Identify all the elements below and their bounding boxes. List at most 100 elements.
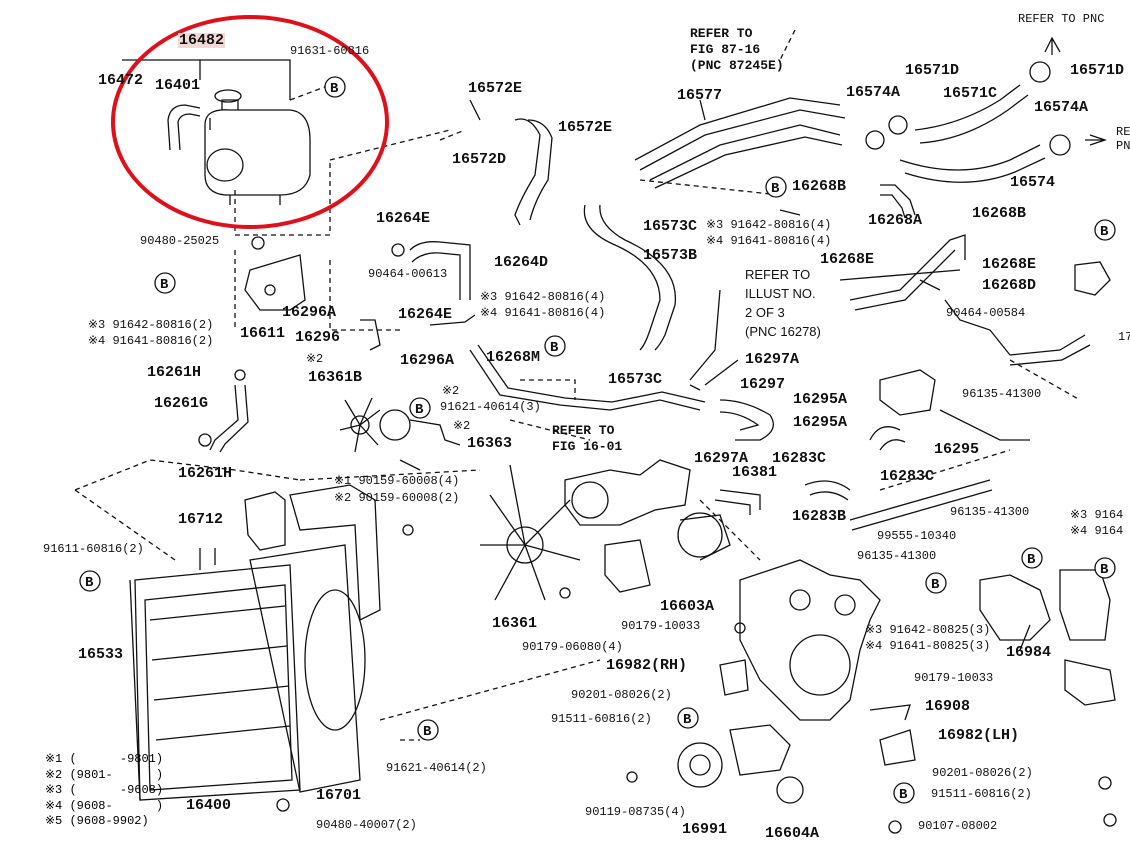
legend-row: ※5 (9608-9902) — [45, 814, 163, 830]
part-label: 16295A — [793, 391, 848, 408]
part-label: 91621-40614(2) — [386, 761, 487, 775]
part-label: 16400 — [186, 797, 232, 814]
part-label: 16283C — [772, 450, 827, 467]
part-label: 91511-60816(2) — [931, 787, 1032, 801]
part-label: 17 — [1118, 330, 1130, 344]
part-label: ※2 — [453, 419, 471, 433]
part-label: 91611-60816(2) — [43, 542, 144, 556]
part-label: 16908 — [925, 698, 971, 715]
part-label: 99555-10340 — [877, 529, 957, 543]
part-label: 16574A — [846, 84, 901, 101]
part-label: 91631-60816 — [290, 44, 370, 58]
part-label: 16573B — [643, 247, 698, 264]
svg-text:B: B — [423, 724, 432, 740]
part-label: ※4 91641-80816(2) — [88, 334, 214, 348]
part-label: 16283C — [880, 468, 935, 485]
part-label: 16482 — [178, 32, 226, 49]
part-label: 16268E — [820, 251, 875, 268]
refer-note: REFER TO — [690, 26, 753, 41]
part-label: 16261H — [147, 364, 202, 381]
part-label: ※3 91642-80816(2) — [88, 318, 214, 332]
svg-text:B: B — [771, 181, 780, 197]
legend: ※1 ( -9801) ※2 (9801- ) ※3 ( -9608) ※4 (… — [45, 752, 163, 830]
part-label: 16361 — [492, 615, 538, 632]
part-label: 16571C — [943, 85, 998, 102]
svg-text:B: B — [683, 712, 692, 728]
part-label: 16283B — [792, 508, 847, 525]
part-label: 16297A — [694, 450, 749, 467]
legend-range: (9608-9902) — [69, 814, 149, 828]
part-label: 16574 — [1010, 174, 1056, 191]
part-label: ※2 90159-60008(2) — [334, 491, 460, 505]
part-label: 96135-41300 — [962, 387, 1042, 401]
part-label: 16472 — [98, 72, 144, 89]
part-label: 90480-25025 — [140, 234, 220, 248]
refer-note: ILLUST NO. — [745, 286, 816, 301]
part-label: 16261H — [178, 465, 233, 482]
part-label: 16297 — [740, 376, 786, 393]
part-label: 16268B — [972, 205, 1027, 222]
part-label: 16982(RH) — [606, 657, 688, 674]
part-label: ※4 91641-80816(4) — [480, 306, 606, 320]
part-label: 16574A — [1034, 99, 1089, 116]
part-label: 16296A — [282, 304, 337, 321]
part-label: 16297A — [745, 351, 800, 368]
part-label: 16401 — [155, 77, 201, 94]
part-label: ※1 90159-60008(4) — [334, 474, 460, 488]
part-label: 16573C — [608, 371, 663, 388]
part-label: 16264D — [494, 254, 549, 271]
part-label: REFER TO PNC — [1018, 12, 1105, 26]
legend-range: ( -9608) — [69, 783, 164, 797]
part-label: 16571D — [905, 62, 960, 79]
svg-text:B: B — [931, 577, 940, 593]
part-label: 16984 — [1006, 644, 1052, 661]
part-label: 16533 — [78, 646, 124, 663]
refer-note: 2 OF 3 — [745, 305, 785, 320]
part-label: 16982(LH) — [938, 727, 1020, 744]
legend-mark: ※4 — [45, 798, 63, 813]
part-label: 90201-08026(2) — [932, 766, 1033, 780]
part-label: 16603A — [660, 598, 715, 615]
part-label: 16361B — [308, 369, 363, 386]
part-label: 16991 — [682, 821, 728, 838]
part-label: 96135-41300 — [857, 549, 937, 563]
part-label: 16268A — [868, 212, 923, 229]
part-label: PN — [1116, 139, 1130, 153]
part-label: ※3 91642-80816(4) — [706, 218, 832, 232]
part-label: 90480-40007(2) — [316, 818, 417, 832]
legend-row: ※1 ( -9801) — [45, 752, 163, 768]
part-label: ※4 9164 — [1070, 524, 1124, 538]
part-label: 90201-08026(2) — [571, 688, 672, 702]
svg-text:B: B — [85, 575, 94, 591]
part-label: 16712 — [178, 511, 224, 528]
part-label: 90464-00584 — [946, 306, 1026, 320]
svg-text:B: B — [160, 277, 169, 293]
part-label: ※3 9164 — [1070, 508, 1124, 522]
legend-range: ( -9801) — [69, 752, 164, 766]
part-label: 16363 — [467, 435, 513, 452]
legend-mark: ※1 — [45, 752, 63, 766]
part-label: 16268E — [982, 256, 1037, 273]
part-label: 16573C — [643, 218, 698, 235]
legend-row: ※4 (9608- ) — [45, 799, 163, 815]
part-label: 16572E — [468, 80, 523, 97]
refer-note: FIG 16-01 — [552, 439, 623, 454]
svg-text:B: B — [550, 340, 559, 356]
svg-text:B: B — [330, 81, 339, 97]
svg-text:B: B — [899, 787, 908, 803]
svg-text:B: B — [415, 402, 424, 418]
svg-text:B: B — [1100, 224, 1109, 240]
svg-text:B: B — [1027, 552, 1036, 568]
part-label: 16296 — [295, 329, 341, 346]
part-label: 16611 — [240, 325, 286, 342]
part-label: 16264E — [376, 210, 431, 227]
legend-range: (9801- ) — [69, 767, 164, 782]
part-label: 16264E — [398, 306, 453, 323]
part-label: 16268D — [982, 277, 1037, 294]
part-label: 16261G — [154, 395, 209, 412]
highlight-circle — [111, 15, 389, 229]
part-label: 16572D — [452, 151, 507, 168]
legend-mark: ※2 — [45, 767, 63, 782]
part-label: ※3 91642-80825(3) — [865, 623, 991, 637]
